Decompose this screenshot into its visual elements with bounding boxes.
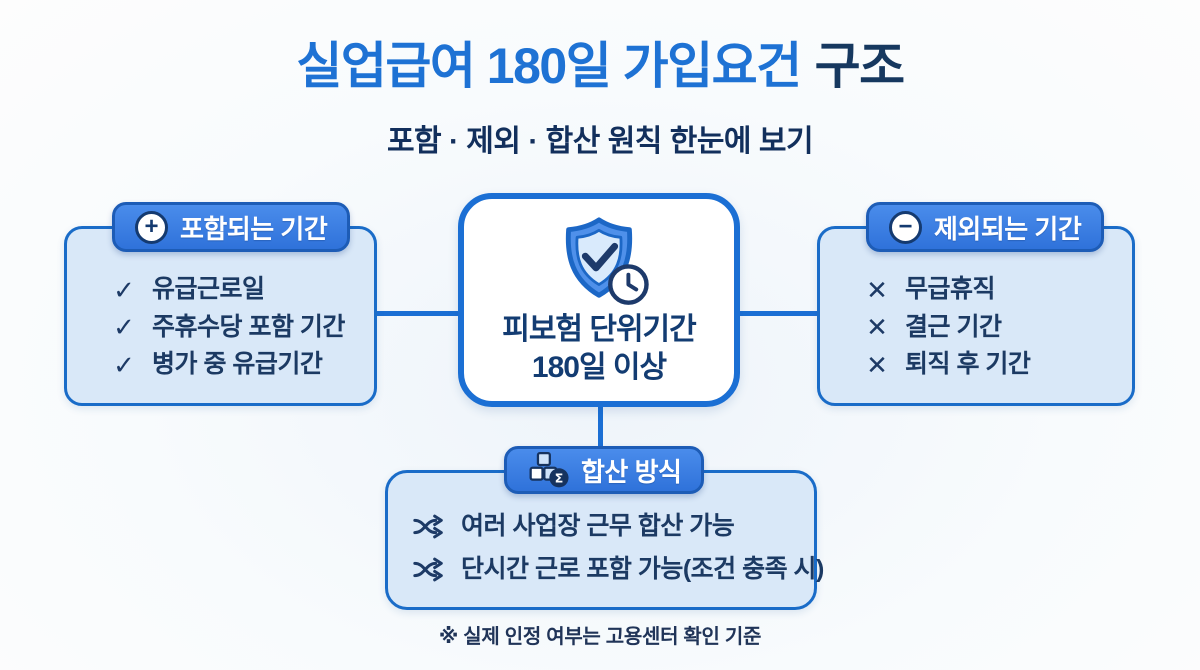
- list-item: ✓ 유급근로일: [111, 271, 364, 309]
- connector-left-line: [377, 311, 460, 316]
- check-icon: ✓: [113, 312, 135, 343]
- stacked-cubes-sigma-icon: Σ: [527, 451, 569, 490]
- shuffle-icon: [412, 556, 448, 583]
- exclude-box: ✕ 무급휴직 ✕ 결근 기간 ✕ 퇴직 후 기간: [817, 226, 1135, 406]
- footnote: ※ 실제 인정 여부는 고용센터 확인 기준: [438, 626, 762, 648]
- exclude-item-label: 무급휴직: [905, 275, 996, 303]
- plus-circle-icon: +: [135, 210, 168, 244]
- connector-down-line: [598, 404, 603, 470]
- connector-right-line: [740, 311, 817, 316]
- include-box-header-label: 포함되는 기간: [180, 213, 328, 244]
- exclude-box-header-label: 제외되는 기간: [934, 213, 1082, 244]
- center-line2: 180일 이상: [531, 351, 667, 384]
- list-item: ✕ 결근 기간: [864, 309, 1122, 347]
- include-item-label: 병가 중 유급기간: [152, 350, 323, 378]
- sum-box-header: Σ 합산 방식: [504, 446, 705, 494]
- list-item: 여러 사업장 근무 합산 가능: [412, 505, 804, 548]
- include-box: ✓ 유급근로일 ✓ 주휴수당 포함 기간 ✓ 병가 중 유급기간: [64, 226, 377, 406]
- sum-item-label: 단시간 근로 포함 가능(조건 충족 시): [461, 555, 824, 583]
- shuffle-icon: [412, 513, 448, 540]
- sum-item-list: 여러 사업장 근무 합산 가능 단시간 근로 포함 가능(조건 충족 시): [388, 473, 824, 591]
- exclude-item-list: ✕ 무급휴직 ✕ 결근 기간 ✕ 퇴직 후 기간: [820, 229, 1132, 384]
- check-icon: ✓: [113, 349, 135, 380]
- list-item: ✕ 퇴직 후 기간: [864, 346, 1122, 384]
- list-item: ✕ 무급휴직: [864, 271, 1122, 309]
- center-box: 피보험 단위기간 180일 이상: [458, 193, 740, 407]
- include-item-label: 주휴수당 포함 기간: [152, 312, 345, 341]
- page-title-rest: 구조: [814, 38, 906, 94]
- list-item: ✓ 병가 중 유급기간: [111, 346, 364, 384]
- sum-box-header-label: 합산 방식: [581, 456, 682, 487]
- cross-icon: ✕: [866, 349, 888, 380]
- cross-icon: ✕: [866, 312, 888, 343]
- exclude-item-label: 퇴직 후 기간: [905, 350, 1031, 378]
- minus-circle-icon: −: [889, 210, 922, 244]
- list-item: ✓ 주휴수당 포함 기간: [111, 309, 364, 347]
- shield-check-clock-icon: [542, 215, 656, 311]
- center-line1: 피보험 단위기간: [502, 313, 697, 346]
- sum-item-label: 여러 사업장 근무 합산 가능: [461, 512, 735, 540]
- include-item-list: ✓ 유급근로일 ✓ 주휴수당 포함 기간 ✓ 병가 중 유급기간: [67, 229, 374, 384]
- include-box-header: + 포함되는 기간: [112, 202, 351, 252]
- exclude-box-header: − 제외되는 기간: [866, 202, 1105, 252]
- list-item: 단시간 근로 포함 가능(조건 충족 시): [412, 548, 824, 591]
- include-item-label: 유급근로일: [152, 275, 265, 303]
- page-title-highlight: 실업급여 180일 가입요건: [296, 38, 802, 94]
- svg-text:Σ: Σ: [555, 471, 564, 486]
- cross-icon: ✕: [866, 274, 888, 305]
- page-subtitle: 포함 · 제외 · 합산 원칙 한눈에 보기: [386, 125, 814, 158]
- exclude-item-label: 결근 기간: [905, 312, 1002, 341]
- check-icon: ✓: [113, 274, 135, 305]
